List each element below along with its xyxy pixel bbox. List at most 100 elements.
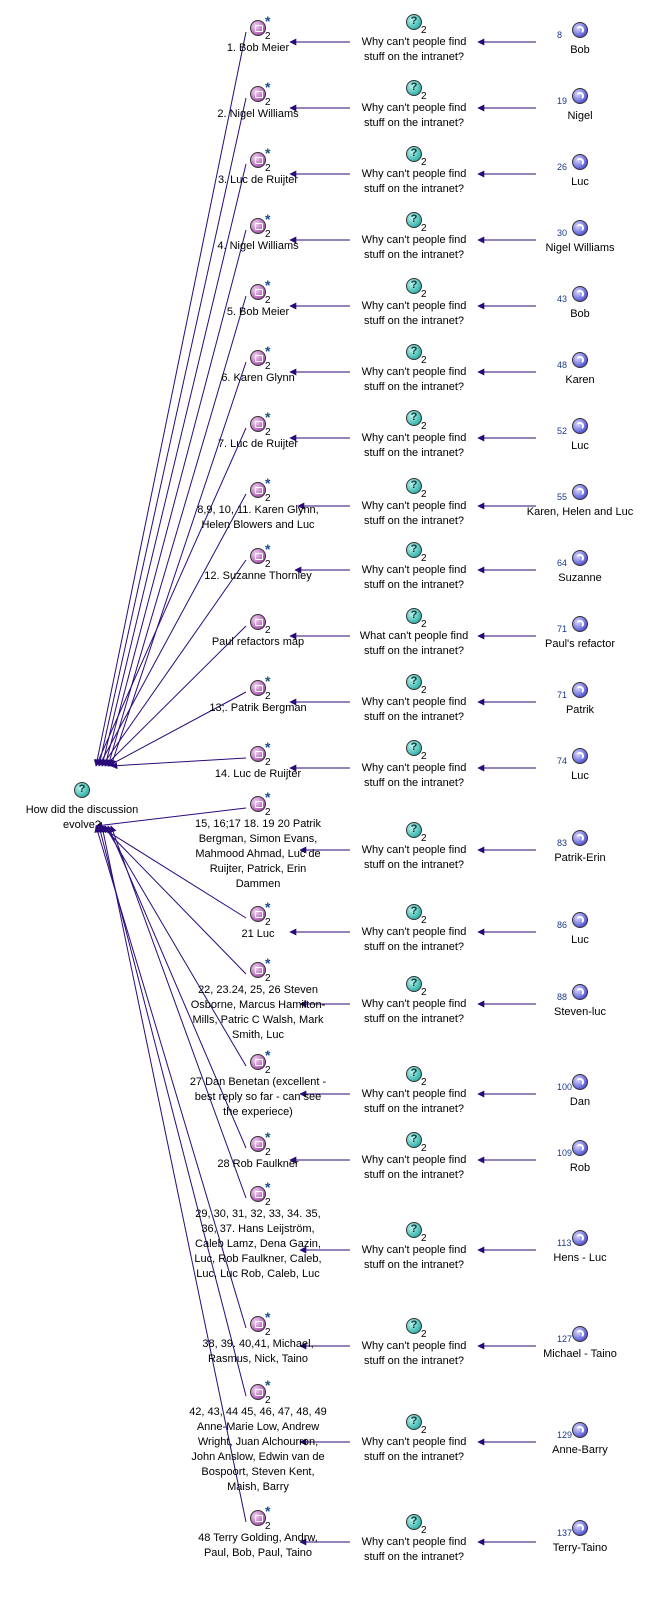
sub-count: 2 [265,1327,271,1338]
map-node[interactable]: 2*15, 16;17 18. 19 20 Patrik Bergman, Si… [188,790,328,892]
map-node[interactable]: 2*42, 43, 44 45, 46, 47, 48, 49 Anne-Mar… [188,1378,328,1495]
map-node[interactable]: 2*2. Nigel Williams [198,80,318,122]
map-icon [250,416,266,432]
map-node[interactable]: 2*1. Bob Meier [198,14,318,56]
map-node[interactable]: 2*48 Terry Golding, Andrw, Paul, Bob, Pa… [188,1504,328,1561]
reference-node-label: Terry-Taino [552,1542,608,1554]
map-node[interactable]: 2*4. Nigel Williams [198,212,318,254]
link-map-to-center [93,31,247,767]
map-node[interactable]: 2*7. Luc de Ruijter [198,410,318,452]
reference-icon [572,352,588,368]
question-node-label: Why can't people find stuff on the intra… [361,1536,467,1563]
map-node[interactable]: 2*22, 23.24, 25, 26 Steven Osborne, Marc… [188,956,328,1043]
question-icon [406,1318,422,1334]
map-node[interactable]: 2*12. Suzanne Thornley [193,542,323,584]
reference-number: 55 [557,492,568,502]
map-icon [250,1136,266,1152]
map-node-label: 15, 16;17 18. 19 20 Patrik Bergman, Simo… [195,818,321,890]
map-icon [250,962,266,978]
star-icon: * [265,739,271,755]
map-node[interactable]: 2*38, 39. 40,41, Michael, Rasmus, Nick, … [188,1310,328,1367]
map-node[interactable]: 2*3. Luc de Ruijter [198,146,318,188]
sub-count: 2 [421,1425,427,1436]
map-node-label: 48 Terry Golding, Andrw, Paul, Bob, Paul… [198,1532,318,1559]
reference-number: 8 [557,30,563,40]
map-node-label: 3. Luc de Ruijter [217,174,299,186]
question-node-label: Why can't people find stuff on the intra… [361,234,467,261]
map-node[interactable]: 2*28 Rob Faulkner [198,1130,318,1172]
question-icon [406,212,422,228]
reference-number: 86 [557,920,568,930]
sub-count: 2 [421,223,427,234]
reference-node-label: Luc [571,934,589,946]
reference-number: 100 [557,1082,573,1092]
map-node[interactable]: 2*14. Luc de Ruijter [198,740,318,782]
map-node[interactable]: 2*27 Dan Benetan (excellent - best reply… [188,1048,328,1120]
question-node-label: Why can't people find stuff on the intra… [361,300,467,327]
sub-count: 2 [265,625,271,636]
question-node-label: Why can't people find stuff on the intra… [361,1154,467,1181]
map-node[interactable]: 2*21 Luc [198,900,318,942]
question-node-label: Why can't people find stuff on the intra… [361,696,467,723]
reference-node-label: Nigel Williams [545,242,615,254]
sub-count: 2 [421,1077,427,1088]
question-node-label: Why can't people find stuff on the intra… [361,168,467,195]
map-icon [250,1510,266,1526]
map-node[interactable]: 2*8,9, 10, 11. Karen Glynn, Helen Blower… [190,476,326,533]
map-node[interactable]: 2*29, 30, 31, 32, 33, 34. 35, 36, 37. Ha… [188,1180,328,1282]
reference-icon [572,88,588,104]
map-node[interactable]: 2*5. Bob Meier [198,278,318,320]
star-icon: * [265,673,271,689]
star-icon: * [265,1129,271,1145]
map-node[interactable]: 2*6. Karen Glynn [198,344,318,386]
map-node[interactable]: 2*13;. Patrik Bergman [198,674,318,716]
question-node-label: Why can't people find stuff on the intra… [361,844,467,871]
center-question-node[interactable]: How did the discussion evolve? [12,782,152,833]
link-map-to-center [107,691,247,767]
